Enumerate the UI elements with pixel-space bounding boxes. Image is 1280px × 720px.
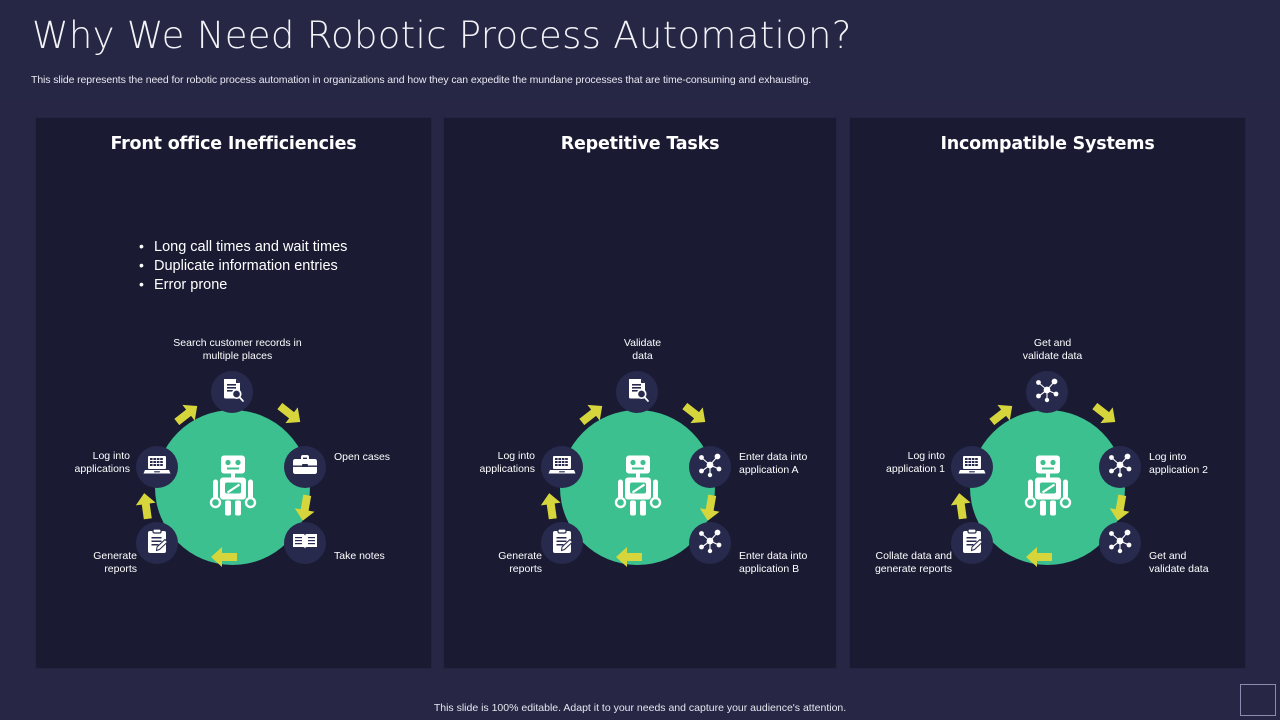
corner-placeholder-box[interactable] bbox=[1240, 684, 1276, 716]
flow-arrow-icon bbox=[1107, 493, 1133, 522]
wheel-node-label: Generate reports bbox=[93, 550, 137, 575]
wheel-node-se[interactable] bbox=[1099, 522, 1141, 564]
wheel-node-label: Log into application 1 bbox=[886, 450, 945, 475]
wheel-node-ne[interactable] bbox=[284, 446, 326, 488]
clipboard-icon bbox=[145, 527, 169, 559]
flow-arrow-icon bbox=[948, 492, 973, 521]
wheel-node-sw[interactable] bbox=[136, 522, 178, 564]
document-search-icon bbox=[624, 377, 650, 408]
wheel-node-label: Log into applications bbox=[479, 450, 535, 475]
flow-arrow-icon bbox=[616, 546, 642, 568]
wheel-node-label: Enter data into application B bbox=[739, 550, 808, 575]
robot-icon bbox=[1021, 452, 1075, 523]
wheel-node-ne[interactable] bbox=[689, 446, 731, 488]
wheel-node-label: Get and validate data bbox=[1149, 550, 1209, 575]
wheel-node-n[interactable] bbox=[211, 371, 253, 413]
wheel-node-label: Open cases bbox=[334, 451, 391, 463]
wheel-node-se[interactable] bbox=[284, 522, 326, 564]
wheel-node-label: Enter data into application A bbox=[739, 451, 808, 476]
wheel-node-sw[interactable] bbox=[951, 522, 993, 564]
clipboard-icon bbox=[960, 527, 984, 559]
flow-arrow-icon bbox=[678, 397, 712, 430]
network-nodes-icon bbox=[696, 452, 724, 483]
wheel-node-n[interactable] bbox=[1026, 371, 1068, 413]
network-nodes-icon bbox=[1033, 377, 1061, 408]
laptop-icon bbox=[143, 454, 171, 481]
network-nodes-icon bbox=[1106, 452, 1134, 483]
wheel-node-nw[interactable] bbox=[136, 446, 178, 488]
network-nodes-icon bbox=[696, 528, 724, 559]
flow-arrow-icon bbox=[697, 493, 723, 522]
clipboard-icon bbox=[550, 527, 574, 559]
wheel-node-label: Take notes bbox=[334, 550, 385, 562]
wheel-node-label: Log into applications bbox=[74, 450, 130, 475]
robot-icon bbox=[611, 452, 665, 523]
footer-note: This slide is 100% editable. Adapt it to… bbox=[433, 702, 847, 714]
flow-arrow-icon bbox=[538, 492, 563, 521]
wheel-node-nw[interactable] bbox=[951, 446, 993, 488]
panel-title: Incompatible Systems bbox=[940, 134, 1155, 154]
wheel-node-se[interactable] bbox=[689, 522, 731, 564]
wheel-node-label: Validate data bbox=[623, 337, 662, 362]
process-wheel-2: Validate data Enter data into applicatio… bbox=[480, 337, 808, 605]
wheel-node-ne[interactable] bbox=[1099, 446, 1141, 488]
network-nodes-icon bbox=[1106, 528, 1134, 559]
open-book-icon bbox=[292, 531, 318, 556]
flow-arrow-icon bbox=[1088, 397, 1122, 430]
wheel-node-nw[interactable] bbox=[541, 446, 583, 488]
wheel-node-sw[interactable] bbox=[541, 522, 583, 564]
list-item: Duplicate information entries bbox=[136, 256, 531, 276]
panel-title: Front office Inefficiencies bbox=[110, 134, 357, 154]
process-wheel-1: Search customer records in multiple plac… bbox=[75, 337, 391, 605]
page-title: Why We Need Robotic Process Automation? bbox=[32, 14, 852, 57]
robot-icon bbox=[206, 452, 260, 523]
flow-arrow-icon bbox=[170, 397, 204, 430]
panel-title: Repetitive Tasks bbox=[560, 134, 720, 154]
document-search-icon bbox=[219, 377, 245, 408]
process-wheel-3: Get and validate data Log into applicati… bbox=[875, 337, 1209, 605]
wheel-node-label: Get and validate data bbox=[1022, 337, 1083, 362]
wheel-node-label: Log into application 2 bbox=[1149, 451, 1208, 476]
bullet-list: Long call times and wait times Duplicate… bbox=[136, 237, 531, 295]
slide-header: Why We Need Robotic Process Automation? … bbox=[0, 0, 1280, 100]
wheel-node-label: Collate data and generate reports bbox=[874, 550, 952, 575]
wheel-node-label: Search customer records in multiple plac… bbox=[173, 337, 302, 362]
list-item: Long call times and wait times bbox=[136, 237, 531, 257]
flow-arrow-icon bbox=[575, 397, 609, 430]
list-item: Error prone bbox=[136, 275, 531, 295]
laptop-icon bbox=[548, 454, 576, 481]
flow-arrow-icon bbox=[985, 397, 1019, 430]
page-subtitle: This slide represents the need for robot… bbox=[31, 74, 812, 86]
flow-arrow-icon bbox=[211, 546, 237, 568]
flow-arrow-icon bbox=[133, 492, 158, 521]
laptop-icon bbox=[958, 454, 986, 481]
flow-arrow-icon bbox=[292, 493, 318, 522]
briefcase-icon bbox=[292, 454, 318, 481]
wheel-node-n[interactable] bbox=[616, 371, 658, 413]
wheel-node-label: Generate reports bbox=[498, 550, 542, 575]
flow-arrow-icon bbox=[273, 397, 307, 430]
flow-arrow-icon bbox=[1026, 546, 1052, 568]
